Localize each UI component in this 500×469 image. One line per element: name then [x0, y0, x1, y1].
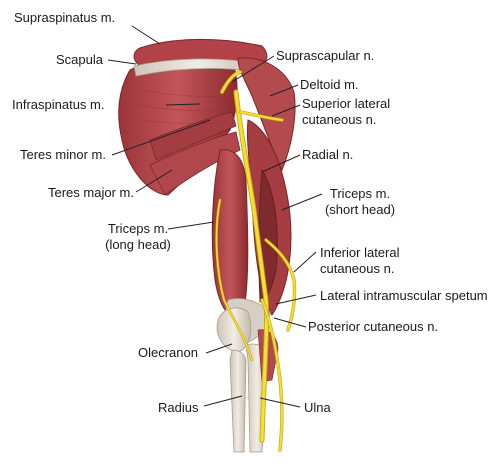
label-lat-intramuscular: Lateral intramuscular spetum: [320, 288, 488, 303]
leader-infraspinatus: [165, 103, 201, 106]
leader-posterior-cut: [273, 317, 307, 328]
scapula-group: [118, 38, 268, 196]
label-olecranon: Olecranon: [138, 345, 198, 360]
label-inf-lat-cut-1: Inferior lateral: [320, 245, 400, 260]
label-radius: Radius: [158, 400, 199, 415]
label-triceps-short-2: (short head): [324, 202, 396, 217]
forearm-bones: [216, 307, 279, 453]
label-teres-major: Teres major m.: [48, 185, 134, 200]
leader-deltoid: [269, 84, 299, 97]
leader-radius: [203, 395, 243, 407]
label-sup-lat-cut-1: Superior lateral: [302, 96, 391, 111]
label-triceps-long-1: Triceps m.: [107, 221, 169, 236]
leader-teres-minor: [111, 119, 211, 156]
label-ulna: Ulna: [304, 400, 331, 415]
label-supraspinatus: Supraspinatus m.: [14, 10, 116, 25]
label-inf-lat-cut-2: cutaneous n.: [320, 261, 395, 276]
label-suprascapular: Suprascapular n.: [276, 48, 375, 63]
label-radial-nerve: Radial n.: [302, 147, 354, 162]
teres-minor-muscle: [149, 111, 237, 161]
leader-scapula: [107, 59, 137, 65]
label-infraspinatus: Infraspinatus m.: [12, 97, 105, 112]
leader-ulna: [259, 397, 301, 408]
olecranon-bone: [216, 307, 252, 353]
deltoid-muscle: [237, 57, 296, 172]
label-triceps-short-1: Triceps m.: [329, 186, 391, 201]
leader-lat-intramuscular: [275, 294, 317, 305]
radius-bone: [229, 349, 247, 453]
leader-lines: [107, 25, 323, 408]
label-scapula: Scapula: [56, 52, 103, 67]
leader-triceps-long: [167, 221, 215, 230]
leader-supraspinatus: [131, 25, 161, 45]
label-sup-lat-cut-2: cutaneous n.: [302, 112, 377, 127]
nerves: [215, 70, 297, 452]
leader-olecranon: [205, 343, 233, 354]
label-deltoid: Deltoid m.: [300, 77, 359, 92]
leader-suprascapular: [231, 55, 275, 83]
label-triceps-long-2: (long head): [105, 237, 171, 252]
leader-radial: [261, 154, 301, 173]
leader-inf-lat-cut: [293, 251, 317, 273]
leader-triceps-short: [281, 193, 323, 211]
leader-teres-major: [135, 169, 173, 193]
leader-sup-lat-cut: [271, 104, 301, 117]
teres-major-muscle: [149, 131, 241, 196]
label-posterior-cut: Posterior cutaneous n.: [308, 319, 439, 334]
label-teres-minor: Teres minor m.: [20, 147, 106, 162]
